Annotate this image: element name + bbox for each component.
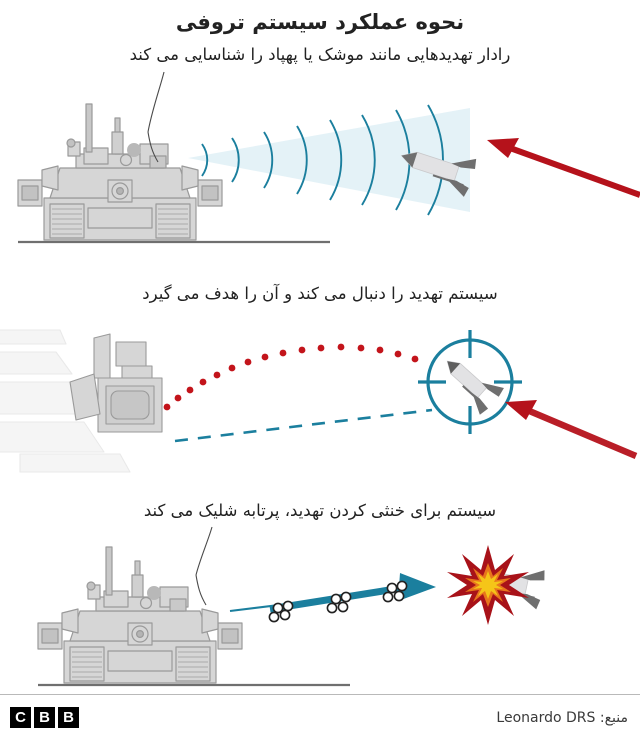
crosshair-reticle	[418, 330, 522, 434]
panel-track	[0, 310, 640, 480]
bbc-logo-letter-1: B	[58, 707, 79, 728]
radar-beam-cone	[188, 104, 470, 216]
countermeasure-pellets	[268, 580, 408, 623]
panel-1-caption: رادار تهدیدهایی مانند موشک یا پهپاد را ش…	[129, 45, 511, 64]
source-credit: منبع: Leonardo DRS	[496, 710, 628, 726]
leader-line	[147, 71, 165, 133]
panel-3-caption: سیستم برای خنثی کردن تهدید، پرتابه شلیک …	[143, 501, 497, 520]
leader-line	[195, 526, 213, 576]
red-dotted-trajectory	[163, 343, 419, 411]
bbc-logo-letter-3: C	[10, 707, 31, 728]
footer-divider	[0, 694, 640, 695]
tank-front-view	[17, 103, 223, 241]
radar-sensor-closeup	[0, 329, 163, 473]
teal-dashed-line	[174, 408, 433, 443]
targeted-missile	[446, 360, 504, 415]
incoming-missile	[400, 151, 477, 197]
tank-front-view	[37, 546, 243, 684]
red-incoming-arrow	[487, 138, 640, 198]
panel-2-caption: سیستم تهدید را دنبال می کند و آن را هدف …	[142, 284, 498, 303]
bbc-logo: B B C	[10, 707, 79, 728]
panel-intercept	[0, 525, 640, 690]
footer: B B C منبع: Leonardo DRS	[0, 700, 640, 737]
explosion-burst	[447, 545, 529, 625]
page-title: نحوه عملکرد سیستم تروفی	[175, 10, 465, 34]
panel-detect	[0, 70, 640, 260]
red-incoming-arrow	[505, 400, 638, 459]
bbc-logo-letter-2: B	[34, 707, 55, 728]
